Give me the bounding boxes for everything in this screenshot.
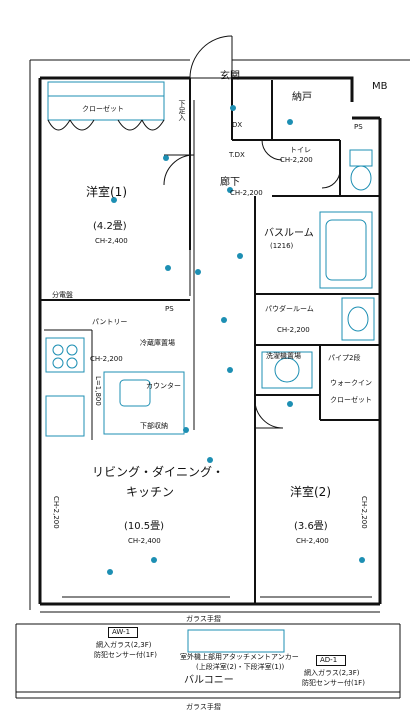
ldk-size: (10.5畳) [124,521,165,532]
western-room-2-size: (3.6畳) [294,521,328,532]
glass-handrail-bottom: ガラス手摺 [186,703,221,711]
kitchen-dim: L=1,800 [94,376,102,406]
powder-room-ceiling: CH-2,200 [277,326,310,334]
walls [29,59,410,610]
ad1-box [316,655,346,666]
hallway-label: 廊下 [220,177,240,188]
washbasin [341,297,375,341]
hallway-ceiling: CH-2,200 [230,189,263,197]
washer-label: 洗濯機置場 [266,352,301,360]
kitchen [45,337,185,437]
western-room-1-ceiling: CH-2,400 [95,237,128,245]
ldk-name-2: キッチン [126,485,175,499]
balcony-label: バルコニー [184,675,234,686]
ad1-label: AD-1 [320,656,338,664]
pantry-label: パントリー [92,318,128,326]
toilet-label: トイレ [290,146,311,154]
washer [261,351,313,389]
toilet-fixture [349,149,373,191]
storage-label: 納戸 [292,92,312,103]
dx-label: DX [232,121,243,129]
tdx-label: T.DX [229,151,245,159]
wic-label-2: クローゼット [330,396,372,404]
bathroom-size: (1216) [270,242,294,250]
bathroom-label: バスルーム [264,228,314,239]
glass-handrail-top: ガラス手摺 [186,615,221,623]
western-room-1-name: 洋室(1) [86,185,127,199]
western-room-2-ceiling: CH-2,400 [296,537,329,545]
aw1-box [108,627,138,638]
ps-top-label: PS [354,123,363,131]
kitchen-ceiling: CH-2,200 [90,355,123,363]
counter-label: カウンター [146,382,181,390]
balcony-note-2: (上段洋室(2)・下段洋室(1)) [196,663,285,671]
pipe-space-label: パイプ2段 [328,354,361,362]
bathtub [319,211,373,289]
closet-shelf [47,81,165,121]
electrical-points [107,105,365,575]
right-wall-ceiling: CH-2,200 [360,496,368,529]
western-room-2-name: 洋室(2) [290,485,331,499]
entrance-door [189,35,233,79]
room-doors [163,139,341,429]
ldk-ceiling: CH-2,400 [128,537,161,545]
western-room-1-size: (4.2畳) [93,221,127,232]
closet-label: クローゼット [82,105,124,113]
aw1-note-1: 網入ガラス(2,3F) [96,641,152,649]
balcony-structure [15,596,401,699]
shoe-box-label: 下足入 [178,100,186,121]
powder-room-label: パウダールーム [265,305,314,313]
counter-under-label: 下部収納 [140,422,168,430]
ps-mid-label: PS [165,305,174,313]
balcony-note-1: 室外機上部用アタッチメントアンカー [180,653,299,661]
ad1-note-1: 網入ガラス(2,3F) [304,669,360,677]
left-wall-ceiling: CH-2,200 [52,496,60,529]
ad1-note-2: 防犯センサー付(1F) [302,679,365,687]
ldk-name-1: リビング・ダイニング・ [92,465,225,479]
interior-walls [40,78,380,604]
aw1-label: AW-1 [112,628,131,636]
aw1-note-2: 防犯センサー付(1F) [94,651,157,659]
mb-label: MB [372,81,388,92]
closet-doors [47,119,165,131]
wic-label-1: ウォークイン [330,379,372,387]
fridge-label: 冷蔵庫置場 [140,339,175,347]
panel-label: 分電盤 [52,291,73,299]
toilet-ceiling: CH-2,200 [280,156,313,164]
entrance-label: 玄関 [220,71,240,82]
